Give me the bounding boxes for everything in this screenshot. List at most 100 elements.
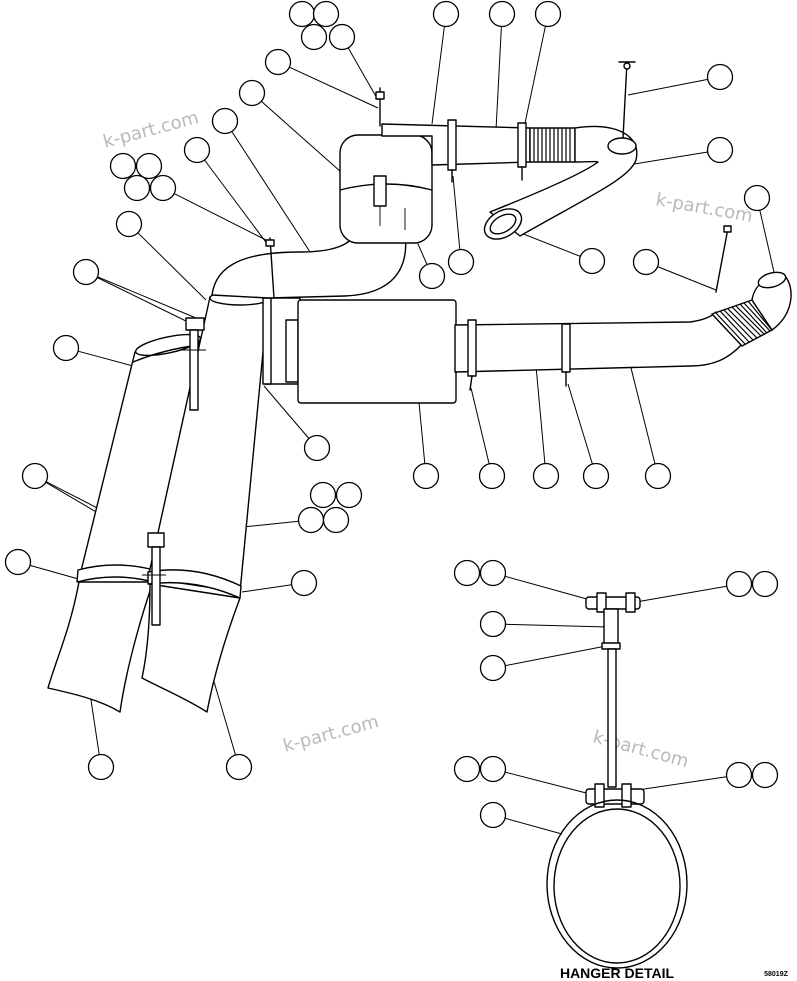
- callout-bubble: [488, 0, 516, 28]
- hanger-isolator-body: [603, 608, 619, 648]
- hanger-clamp-ring-inner: [553, 808, 681, 964]
- left-tail-stack: [47, 333, 202, 713]
- callout-bubble: [149, 174, 177, 202]
- upper-flex-ribs: [533, 128, 571, 162]
- left-stack-flared-tip: [47, 581, 154, 713]
- right-end-hanger-rod: [715, 227, 729, 293]
- watermark-bottom-right: k-part.com: [591, 727, 691, 773]
- hanger-detail: [546, 592, 688, 969]
- left-hanger-rod: [269, 237, 275, 299]
- leader-line: [657, 266, 717, 291]
- callout-bubble: [582, 462, 610, 490]
- hanger-detail-label: HANGER DETAIL: [560, 965, 675, 981]
- callout-bubble: [309, 481, 337, 509]
- hanger-clamp-ring-outer: [546, 799, 688, 969]
- callout-bubble: [751, 761, 779, 789]
- hanger-top-nut-right: [625, 592, 636, 613]
- upper-muffler-bracket: [373, 175, 387, 207]
- callout-bubble: [312, 0, 340, 28]
- upper-muffler: [339, 134, 433, 244]
- hanger-clamp-nut-left: [594, 783, 605, 808]
- callout-bubble: [109, 152, 137, 180]
- watermark-top-right: k-part.com: [654, 189, 754, 227]
- upper-pipe-assembly: [381, 119, 638, 240]
- callout-bubble: [453, 755, 481, 783]
- callout-bubble: [4, 548, 32, 576]
- callout-bubble: [288, 0, 316, 28]
- leader-line: [173, 193, 271, 243]
- upper-elbow-outlet-inner: [489, 213, 517, 235]
- callout-bubbles: [4, 0, 779, 829]
- figure-code: 58019Z: [764, 971, 788, 978]
- callout-bubble: [479, 755, 507, 783]
- leader-line: [263, 385, 310, 439]
- left-hanger-rod-nut: [265, 239, 275, 247]
- leader-line: [504, 771, 595, 796]
- callout-bubble: [479, 610, 507, 638]
- callout-bubble: [322, 506, 350, 534]
- callout-bubble: [87, 753, 115, 781]
- right-pipe-clamp-2: [561, 323, 571, 373]
- callout-bubble: [751, 570, 779, 598]
- callout-bubble: [447, 248, 475, 276]
- leader-line: [452, 175, 461, 250]
- leader-line: [629, 363, 656, 465]
- leader-line: [504, 817, 563, 835]
- stack-to-muffler-clamp: [262, 297, 272, 385]
- callout-bubble: [432, 0, 460, 28]
- right-flex-ribs: [715, 300, 772, 345]
- leader-line: [633, 151, 708, 165]
- upper-right-rod-nut: [623, 62, 631, 70]
- leader-line: [29, 564, 83, 581]
- upper-elbow-clamp-ring: [607, 137, 637, 155]
- leader-line: [495, 26, 502, 131]
- hanger-clamp-nut-right: [621, 783, 632, 808]
- leader-line: [535, 365, 546, 464]
- hanger-rod-collar: [601, 642, 621, 650]
- callout-bubble: [225, 753, 253, 781]
- callout-bubble: [479, 559, 507, 587]
- callout-bubble: [644, 462, 672, 490]
- hanger-rods: [265, 61, 732, 299]
- upper-stack-bracket-clip: [185, 317, 205, 331]
- callout-bubble: [412, 462, 440, 490]
- watermark-bottom-left: k-part.com: [281, 711, 381, 757]
- callout-bubble: [453, 559, 481, 587]
- lower-stack-bracket-plate: [151, 546, 161, 626]
- upper-pipe-clamp-1: [447, 119, 457, 171]
- right-clamp-1-bolt: [469, 375, 473, 391]
- main-muffler-lip: [285, 319, 299, 383]
- upper-pipe-clamp-2: [517, 122, 527, 168]
- callout-bubble: [21, 462, 49, 490]
- s-elbow-pipe: [211, 231, 407, 299]
- leader-line: [470, 387, 490, 464]
- callout-bubble: [578, 247, 606, 275]
- right-main-pipe: [454, 311, 745, 373]
- callout-bubble: [743, 184, 771, 212]
- callout-bubble: [479, 801, 507, 829]
- right-pipe-clamp-1: [467, 319, 477, 377]
- leader-line: [289, 66, 379, 109]
- leader-line: [504, 575, 595, 602]
- right-elbow-clamp-ring: [757, 271, 787, 289]
- upper-muffler-rod-nut: [375, 91, 385, 100]
- leader-line: [260, 100, 351, 181]
- callout-bubble: [706, 63, 734, 91]
- leader-line: [77, 350, 134, 367]
- callout-bubble: [300, 23, 328, 51]
- leader-line: [523, 26, 546, 129]
- leader-line: [97, 276, 197, 319]
- callout-bubble: [123, 174, 151, 202]
- callout-bubble: [135, 152, 163, 180]
- right-end-rod-nut: [723, 225, 732, 233]
- leader-line: [505, 623, 609, 628]
- right-pipe-assembly: [454, 271, 792, 391]
- callout-bubble: [335, 481, 363, 509]
- leader-line: [627, 78, 708, 96]
- callout-bubble: [115, 210, 143, 238]
- leader-line: [417, 391, 426, 464]
- upper-stack-bracket-plate: [189, 329, 199, 411]
- callout-bubble: [238, 79, 266, 107]
- leader-line: [231, 131, 313, 256]
